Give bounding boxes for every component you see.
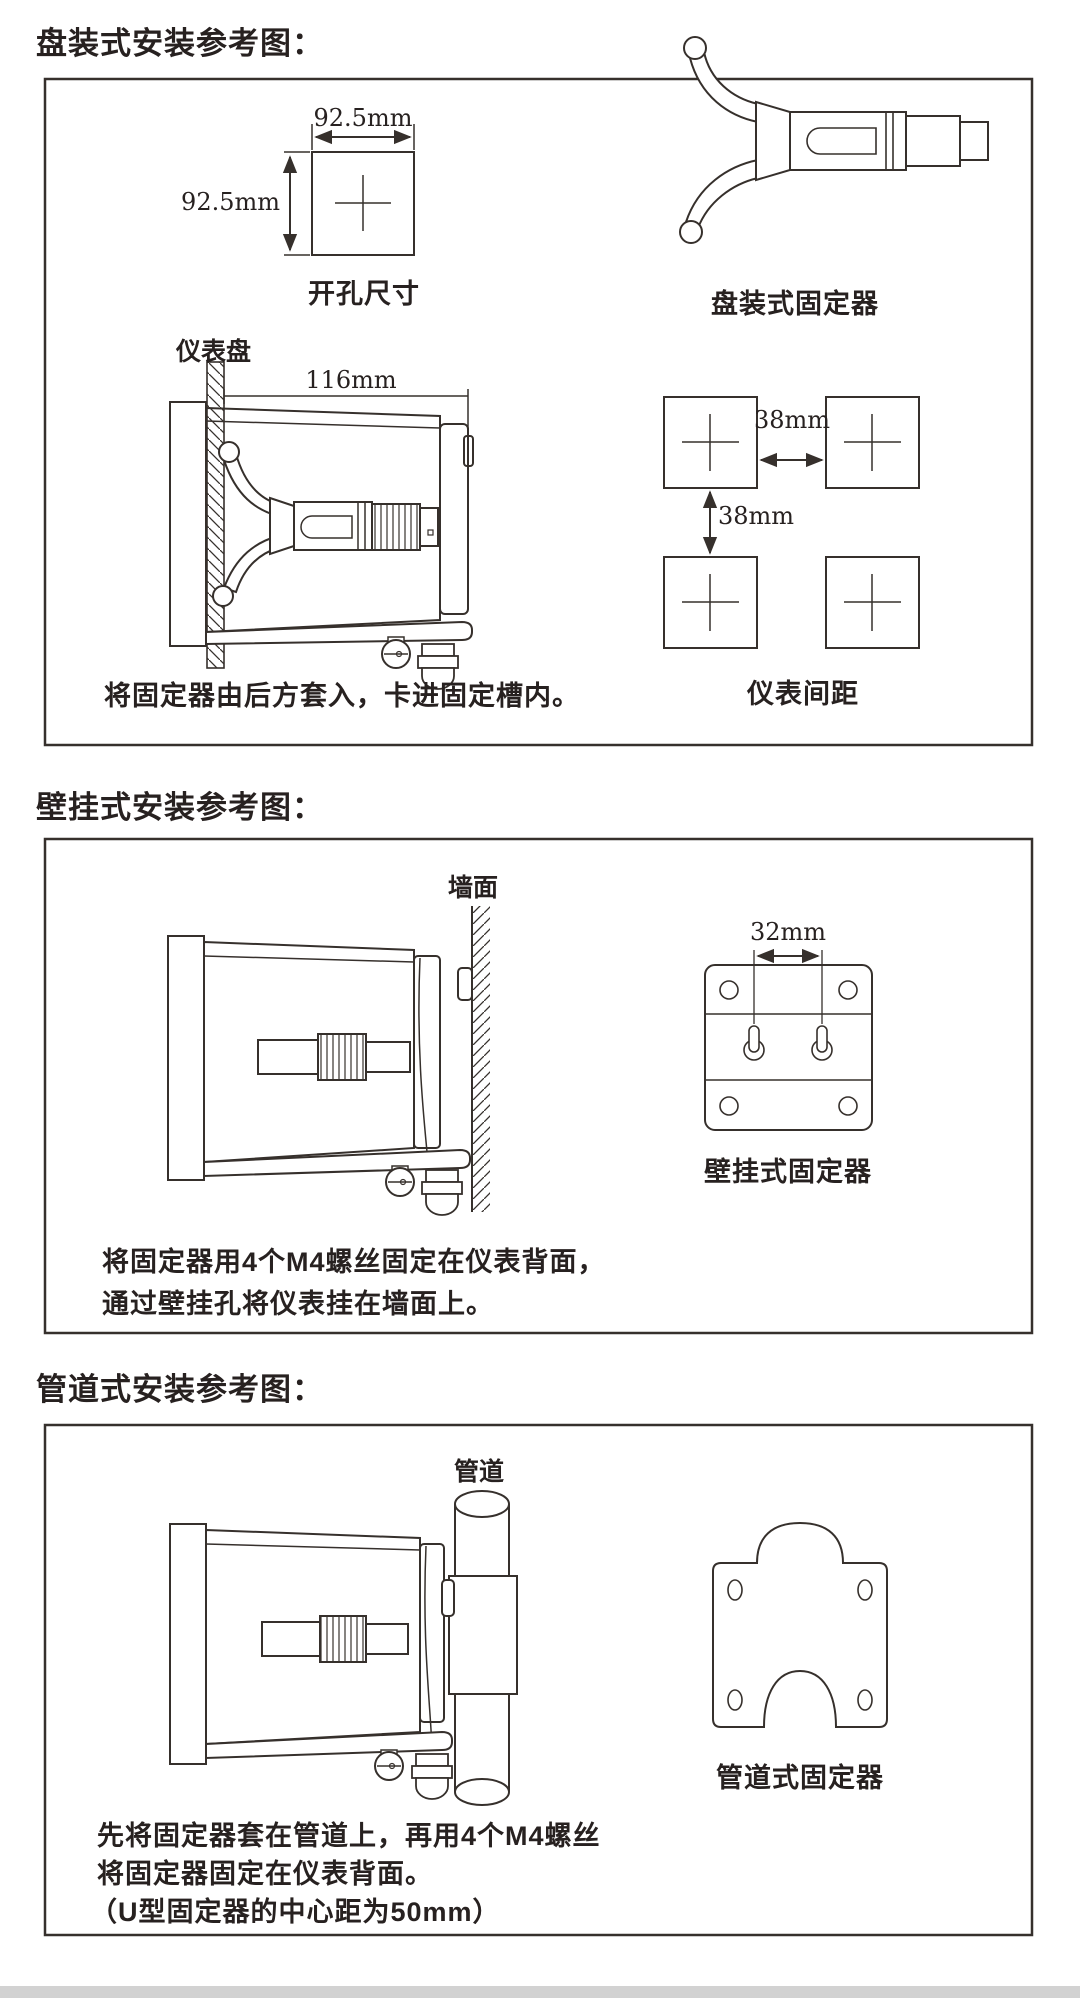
panel-sideview-drawing	[169, 361, 474, 690]
panel-fixture-drawing	[679, 36, 989, 244]
wall-install-caption-line1: 将固定器用4个M4螺丝固定在仪表背面，	[102, 1247, 606, 1277]
pipe-install-caption-line3: （U型固定器的中心距为50mm）	[90, 1897, 501, 1927]
cutout-height-dimension: 92.5mm	[181, 188, 280, 216]
cutout-caption: 开孔尺寸	[308, 279, 420, 309]
wall-section-title: 壁挂式安装参考图：	[36, 790, 324, 825]
pipe-install-caption-line1: 先将固定器套在管道上，再用4个M4螺丝	[97, 1821, 601, 1851]
spacing-vertical-dimension: 38mm	[718, 502, 795, 530]
cutout-drawing	[282, 124, 415, 256]
pipe-sideview-drawing	[169, 1490, 518, 1806]
pipe-section-frame	[43, 1423, 1034, 1937]
wall-install-caption-line2: 通过壁挂孔将仪表挂在墙面上。	[102, 1289, 494, 1319]
cutout-width-dimension: 92.5mm	[313, 104, 413, 132]
wall-surface-label: 墙面	[448, 874, 499, 902]
panel-install-caption: 将固定器由后方套入，卡进固定槽内。	[104, 681, 580, 711]
pipe-fixture-drawing	[712, 1521, 888, 1728]
wall-section-frame	[43, 837, 1034, 1335]
pipe-install-caption-line2: 将固定器固定在仪表背面。	[97, 1859, 433, 1889]
pipe-label: 管道	[454, 1458, 505, 1486]
spacing-caption: 仪表间距	[747, 679, 859, 709]
spacing-horizontal-dimension: 38mm	[753, 406, 831, 434]
pipe-fixture-caption: 管道式固定器	[716, 1763, 884, 1793]
footer-bar	[0, 1986, 1080, 1998]
panel-section-frame	[43, 77, 1034, 747]
panel-fixture-caption: 盘装式固定器	[711, 289, 879, 319]
spacing-diagram	[663, 396, 920, 649]
wall-fixture-caption: 壁挂式固定器	[704, 1157, 872, 1187]
pipe-section-title: 管道式安装参考图：	[36, 1372, 324, 1407]
wall-fixture-drawing	[704, 948, 873, 1131]
hole-pitch-dimension: 32mm	[749, 918, 827, 946]
wall-sideview-drawing	[167, 906, 490, 1216]
depth-dimension: 116mm	[305, 366, 397, 394]
panel-section-title: 盘装式安装参考图：	[36, 26, 324, 61]
instrument-panel-label: 仪表盘	[176, 338, 252, 366]
